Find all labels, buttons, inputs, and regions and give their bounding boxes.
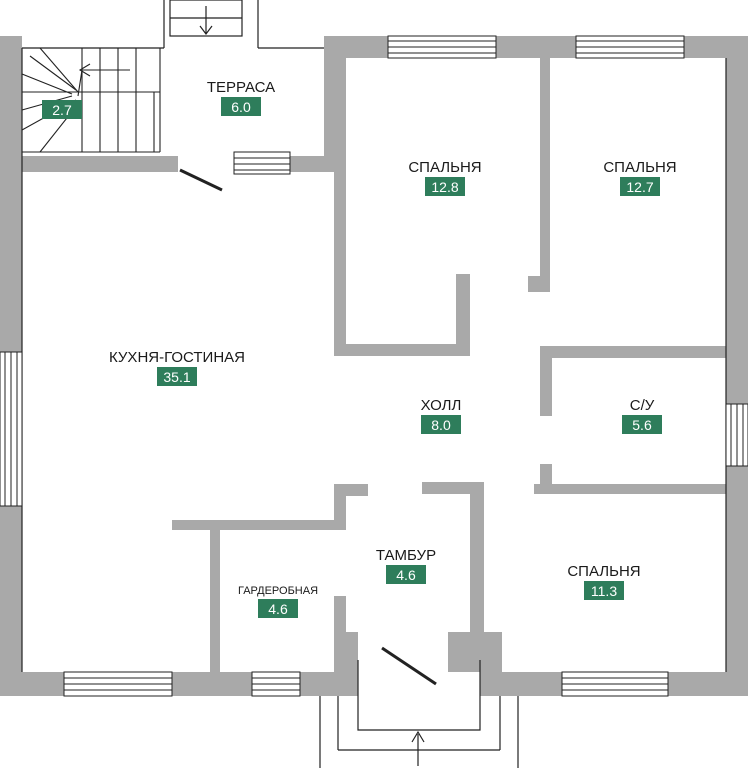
- window-west-kitchen: [0, 351, 23, 507]
- area-badge: [584, 581, 624, 600]
- staircase: [21, 47, 161, 153]
- room-name: ГАРДЕРОБНАЯ: [238, 585, 318, 597]
- room-labels: ТЕРРАСА6.02.7СПАЛЬНЯ12.8СПАЛЬНЯ12.7КУХНЯ…: [42, 79, 677, 618]
- wall-wardrobe-north: [172, 520, 338, 530]
- room-name: ХОЛЛ: [421, 397, 462, 414]
- room-name: ТАМБУР: [376, 547, 436, 564]
- window-terrace-south: [233, 151, 291, 175]
- room-name: ТЕРРАСА: [207, 79, 275, 96]
- window-south-wardrobe: [251, 671, 301, 697]
- wall-vestibule-west-upper: [334, 484, 346, 530]
- window-south-kitchen: [63, 671, 173, 697]
- room-wardrobe: ГАРДЕРОБНАЯ 4.6: [238, 585, 318, 618]
- wall-between-bedrooms: [540, 58, 550, 292]
- room-name: СПАЛЬНЯ: [603, 159, 676, 176]
- terrace-east-wall: [324, 36, 346, 172]
- wall-vestibule-sw-block: [346, 632, 358, 672]
- room-stairs: 2.7: [42, 100, 82, 119]
- room-bathroom: С/У 5.6: [622, 397, 662, 434]
- wall-vestibule-west-lower: [334, 596, 346, 672]
- room-kitchen: КУХНЯ-ГОСТИНАЯ 35.1: [109, 349, 245, 386]
- wall-vestibule-east: [470, 482, 484, 636]
- room-area: 12.8: [431, 179, 458, 195]
- wall-bedroom1-south: [334, 344, 460, 356]
- area-badge: [42, 100, 82, 119]
- nw-corner: [0, 36, 22, 48]
- wall-between-bedrooms-foot: [528, 276, 550, 292]
- room-bedroom3: СПАЛЬНЯ 11.3: [567, 563, 641, 600]
- doors: [179, 168, 437, 686]
- room-area: 12.7: [626, 179, 653, 195]
- area-badge: [421, 415, 461, 434]
- room-name: СПАЛЬНЯ: [408, 159, 481, 176]
- room-area: 11.3: [591, 583, 617, 599]
- stair-direction-arrow: [77, 69, 130, 97]
- area-badge: [221, 97, 261, 116]
- wall-bathroom-north: [540, 346, 726, 358]
- area-badge: [425, 177, 465, 196]
- room-area: 2.7: [52, 102, 72, 118]
- wall-bedroom1-stub: [456, 274, 470, 356]
- room-vestibule: ТАМБУР 4.6: [376, 547, 436, 584]
- interior-walls: [172, 58, 726, 672]
- window-south-bedroom3: [561, 671, 669, 697]
- wall-bathroom-west-lower: [540, 464, 552, 490]
- exterior-walls: [0, 36, 748, 696]
- area-badge: [622, 415, 662, 434]
- room-name: СПАЛЬНЯ: [567, 563, 640, 580]
- terrace-steps: [163, 0, 259, 48]
- wall-bathroom-south: [534, 484, 726, 494]
- window-north-bedroom1: [387, 35, 497, 59]
- room-area: 5.6: [632, 417, 652, 433]
- wall-wardrobe-west: [210, 530, 220, 672]
- room-area: 35.1: [163, 369, 190, 385]
- entrance-porch: [319, 660, 519, 768]
- room-area: 8.0: [431, 417, 451, 433]
- wall-vestibule-ne: [422, 482, 484, 494]
- wall-bedroom1-west: [334, 172, 346, 356]
- area-badge: [386, 565, 426, 584]
- room-name: КУХНЯ-ГОСТИНАЯ: [109, 349, 245, 366]
- east-wall: [726, 36, 748, 672]
- terrace-south-wall-left: [0, 156, 178, 172]
- area-badge: [258, 599, 298, 618]
- window-north-bedroom2: [575, 35, 685, 59]
- room-bedroom2: СПАЛЬНЯ 12.7: [603, 159, 677, 196]
- room-area: 6.0: [231, 99, 251, 115]
- windows: [0, 35, 748, 697]
- door-terrace-kitchen: [179, 168, 223, 192]
- room-bedroom1: СПАЛЬНЯ 12.8: [408, 159, 482, 196]
- room-hall: ХОЛЛ 8.0: [421, 397, 462, 434]
- door-main-entrance: [381, 646, 437, 686]
- area-badge: [620, 177, 660, 196]
- room-name: С/У: [630, 397, 655, 414]
- room-terrace: ТЕРРАСА 6.0: [207, 79, 275, 116]
- south-wall-left: [0, 672, 358, 696]
- wall-vestibule-se-block: [448, 632, 502, 672]
- room-area: 4.6: [268, 601, 288, 617]
- room-area: 4.6: [396, 567, 416, 583]
- wall-bathroom-west: [540, 346, 552, 416]
- window-east-bathroom: [725, 403, 748, 467]
- area-badge: [157, 367, 197, 386]
